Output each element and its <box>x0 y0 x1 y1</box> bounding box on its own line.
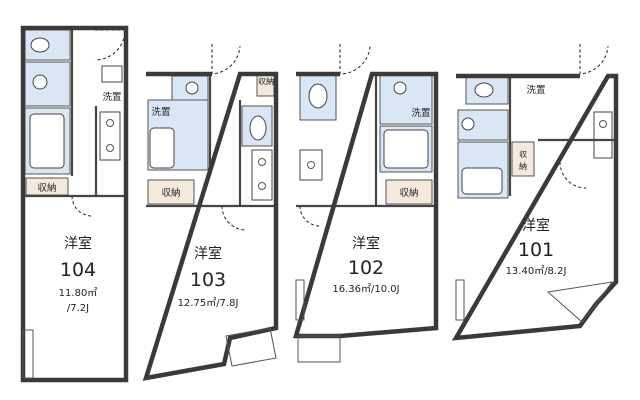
entrance-door-103 <box>211 44 241 75</box>
laundry-label-104: 洗置 <box>102 91 121 103</box>
stove-icon <box>258 182 266 190</box>
unit-number-101: 101 <box>518 239 554 261</box>
storage-103 <box>147 179 195 205</box>
washroom-102 <box>379 73 433 125</box>
area-101: 13.40㎡/8.2J <box>506 265 567 277</box>
washroom-101 <box>457 109 509 141</box>
balcony-102 <box>297 335 341 363</box>
unit-number-104: 104 <box>60 259 96 281</box>
kitchen-102 <box>299 149 323 181</box>
room-label-102: 洋室 <box>352 235 380 252</box>
toilet-icon <box>249 115 267 141</box>
stove-icon <box>307 161 315 169</box>
sink-icon <box>32 74 48 90</box>
sink-icon <box>185 81 199 95</box>
stove-icon <box>258 158 266 166</box>
stove-icon <box>106 119 114 127</box>
sink-icon <box>461 117 475 131</box>
room-door-103 <box>221 205 247 231</box>
area-j-104: /7.2J <box>67 303 89 314</box>
storage-label-103: 収納 <box>161 187 180 199</box>
unit-104: 収納 洗置 洋室 104 11.80㎡ /7.2J <box>20 25 129 383</box>
entrance-door-104 <box>94 29 126 61</box>
kitchen-103 <box>251 149 273 201</box>
unit-outline-102 <box>293 71 439 339</box>
room-label-103: 洋室 <box>194 245 222 262</box>
bathtub-icon <box>383 129 429 169</box>
area-103: 12.75㎡/7.8J <box>178 297 239 309</box>
laundry-label-103: 洗置 <box>151 106 170 118</box>
unit-outline-104 <box>20 25 129 383</box>
window-101 <box>455 279 465 321</box>
toilet-icon <box>474 82 494 98</box>
storage-v-label-103: 収納 <box>258 76 274 86</box>
unit-102: 洗置 収納 洋室 102 16.36㎡/10.0J <box>293 44 439 363</box>
room-door-101 <box>559 161 587 189</box>
room-label-104: 洋室 <box>64 235 92 252</box>
unit-103: 洗置 収納 収納 洋室 103 12.75㎡/7.8J <box>142 44 279 381</box>
washroom-104 <box>24 61 71 107</box>
room-label-101: 洋室 <box>522 217 550 234</box>
room-door-102 <box>299 205 321 227</box>
room-door-104 <box>71 195 93 217</box>
storage-label-104: 収納 <box>37 182 56 194</box>
bathtub-icon <box>29 113 65 169</box>
storage-label-101-b: 納 <box>519 161 527 171</box>
sink-icon <box>393 81 407 95</box>
storage-102 <box>385 179 433 205</box>
kitchen-101 <box>593 111 613 159</box>
area-102: 16.36㎡/10.0J <box>332 283 399 295</box>
window-104 <box>22 329 34 379</box>
bathtub-icon <box>149 127 175 169</box>
storage-101 <box>511 141 535 177</box>
stove-icon <box>106 144 114 152</box>
fridge-space-104 <box>101 65 123 83</box>
balcony-101 <box>546 281 614 323</box>
entrance-door-102 <box>339 44 371 75</box>
stove-icon <box>599 120 607 128</box>
kitchen-104 <box>99 111 121 161</box>
entrance-door-101 <box>579 44 609 75</box>
balcony-103 <box>225 327 277 367</box>
window-102 <box>295 279 305 321</box>
unit-number-102: 102 <box>348 257 384 279</box>
toilet-icon <box>30 37 50 53</box>
laundry-label-101: 洗置 <box>526 84 545 96</box>
laundry-label-102: 洗置 <box>411 107 430 119</box>
area-m2-104: 11.80㎡ <box>59 287 98 299</box>
unit-101: 洗置 収 納 洋室 101 13.40㎡/8.2J <box>451 44 619 341</box>
bathtub-icon <box>461 167 503 195</box>
unit-outline-103 <box>142 71 279 381</box>
toilet-icon <box>308 83 328 109</box>
storage-label-101-a: 収 <box>519 149 527 159</box>
storage-label-102: 収納 <box>399 187 418 199</box>
unit-number-103: 103 <box>190 269 226 291</box>
